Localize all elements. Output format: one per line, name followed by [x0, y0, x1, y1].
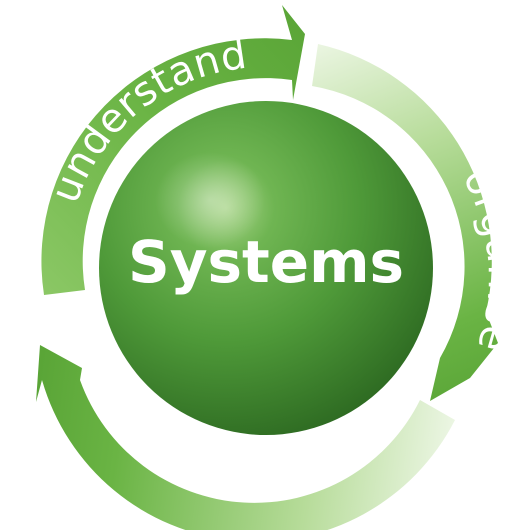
understand-segment: [41, 5, 306, 295]
organise-segment: [312, 44, 498, 401]
integrate-segment: [36, 345, 455, 530]
center-label: Systems: [128, 228, 404, 296]
systems-sphere: [99, 101, 433, 435]
